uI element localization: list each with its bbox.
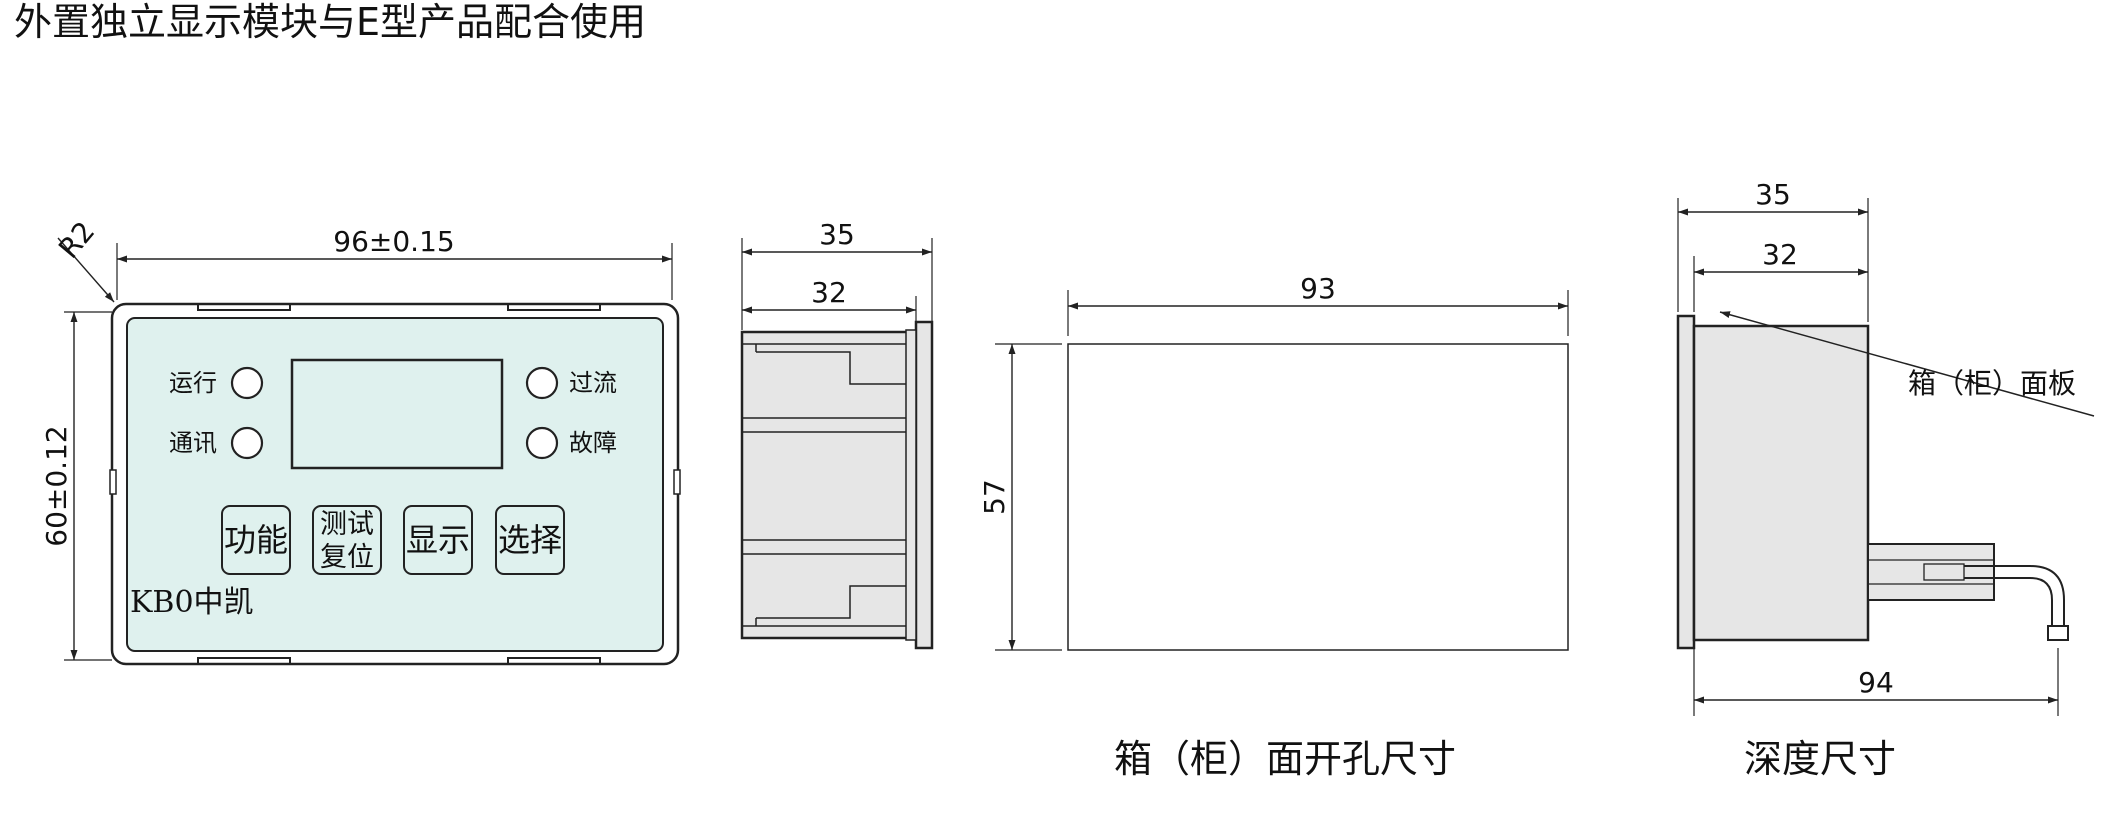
select-button-label: 选择 <box>498 521 562 559</box>
indicator-fault-led <box>525 426 559 460</box>
cutout-view: 93 57 箱（柜）面开孔尺寸 <box>978 272 1569 781</box>
cutout-caption: 箱（柜）面开孔尺寸 <box>1114 737 1456 781</box>
depth-body <box>1692 324 1870 642</box>
front-view: 96±0.15 60±0.12 R2 运行 通讯 过流 故障 功能 <box>40 215 681 666</box>
cutout-height-dimension: 57 <box>978 479 1011 515</box>
depth-outer-dimension: 35 <box>1755 178 1791 211</box>
indicator-overcurrent-led <box>525 366 559 400</box>
indicator-fault-label: 故障 <box>569 429 617 457</box>
side-flange <box>914 320 934 650</box>
side-inner-depth: 32 <box>811 276 847 309</box>
indicator-run-led <box>230 366 264 400</box>
side-view: 35 32 <box>740 218 934 650</box>
test-reset-button <box>312 505 382 575</box>
depth-caption: 深度尺寸 <box>1744 737 1896 781</box>
front-width-dimension: 96±0.15 <box>333 225 454 258</box>
indicator-run-label: 运行 <box>169 369 217 397</box>
test-reset-button-label-line1: 测试 <box>320 509 374 540</box>
depth-cable-plug <box>2047 625 2069 641</box>
corner-radius-leader <box>57 237 115 303</box>
depth-inner-dimension: 32 <box>1762 238 1798 271</box>
depth-cable <box>1964 565 2065 630</box>
display-button <box>403 505 473 575</box>
function-button <box>221 505 291 575</box>
side-outer-depth: 35 <box>819 218 855 251</box>
panel-label: 箱（柜）面板 <box>1908 367 2076 400</box>
depth-front-flange <box>1676 314 1696 650</box>
indicator-overcurrent-label: 过流 <box>569 369 617 397</box>
depth-total-dimension: 94 <box>1858 666 1894 699</box>
display-window <box>290 358 504 470</box>
indicator-comm-label: 通讯 <box>169 429 217 457</box>
indicator-comm-led <box>230 426 264 460</box>
display-button-label: 显示 <box>406 521 470 559</box>
select-button <box>495 505 565 575</box>
corner-radius-label: R2 <box>52 215 101 265</box>
cutout-width-dimension: 93 <box>1300 272 1336 305</box>
front-height-dimension: 60±0.12 <box>40 425 73 546</box>
panel-leader-line <box>1719 311 2095 417</box>
brand-logo: KB0中凯 <box>130 585 254 620</box>
side-body <box>740 330 918 640</box>
test-reset-button-label-line2: 复位 <box>320 542 374 573</box>
depth-view: 35 32 94 箱（柜）面板 深度尺寸 <box>1676 178 2095 781</box>
cutout-rectangle <box>1067 343 1569 651</box>
page-title: 外置独立显示模块与E型产品配合使用 <box>14 0 647 44</box>
function-button-label: 功能 <box>224 521 288 559</box>
